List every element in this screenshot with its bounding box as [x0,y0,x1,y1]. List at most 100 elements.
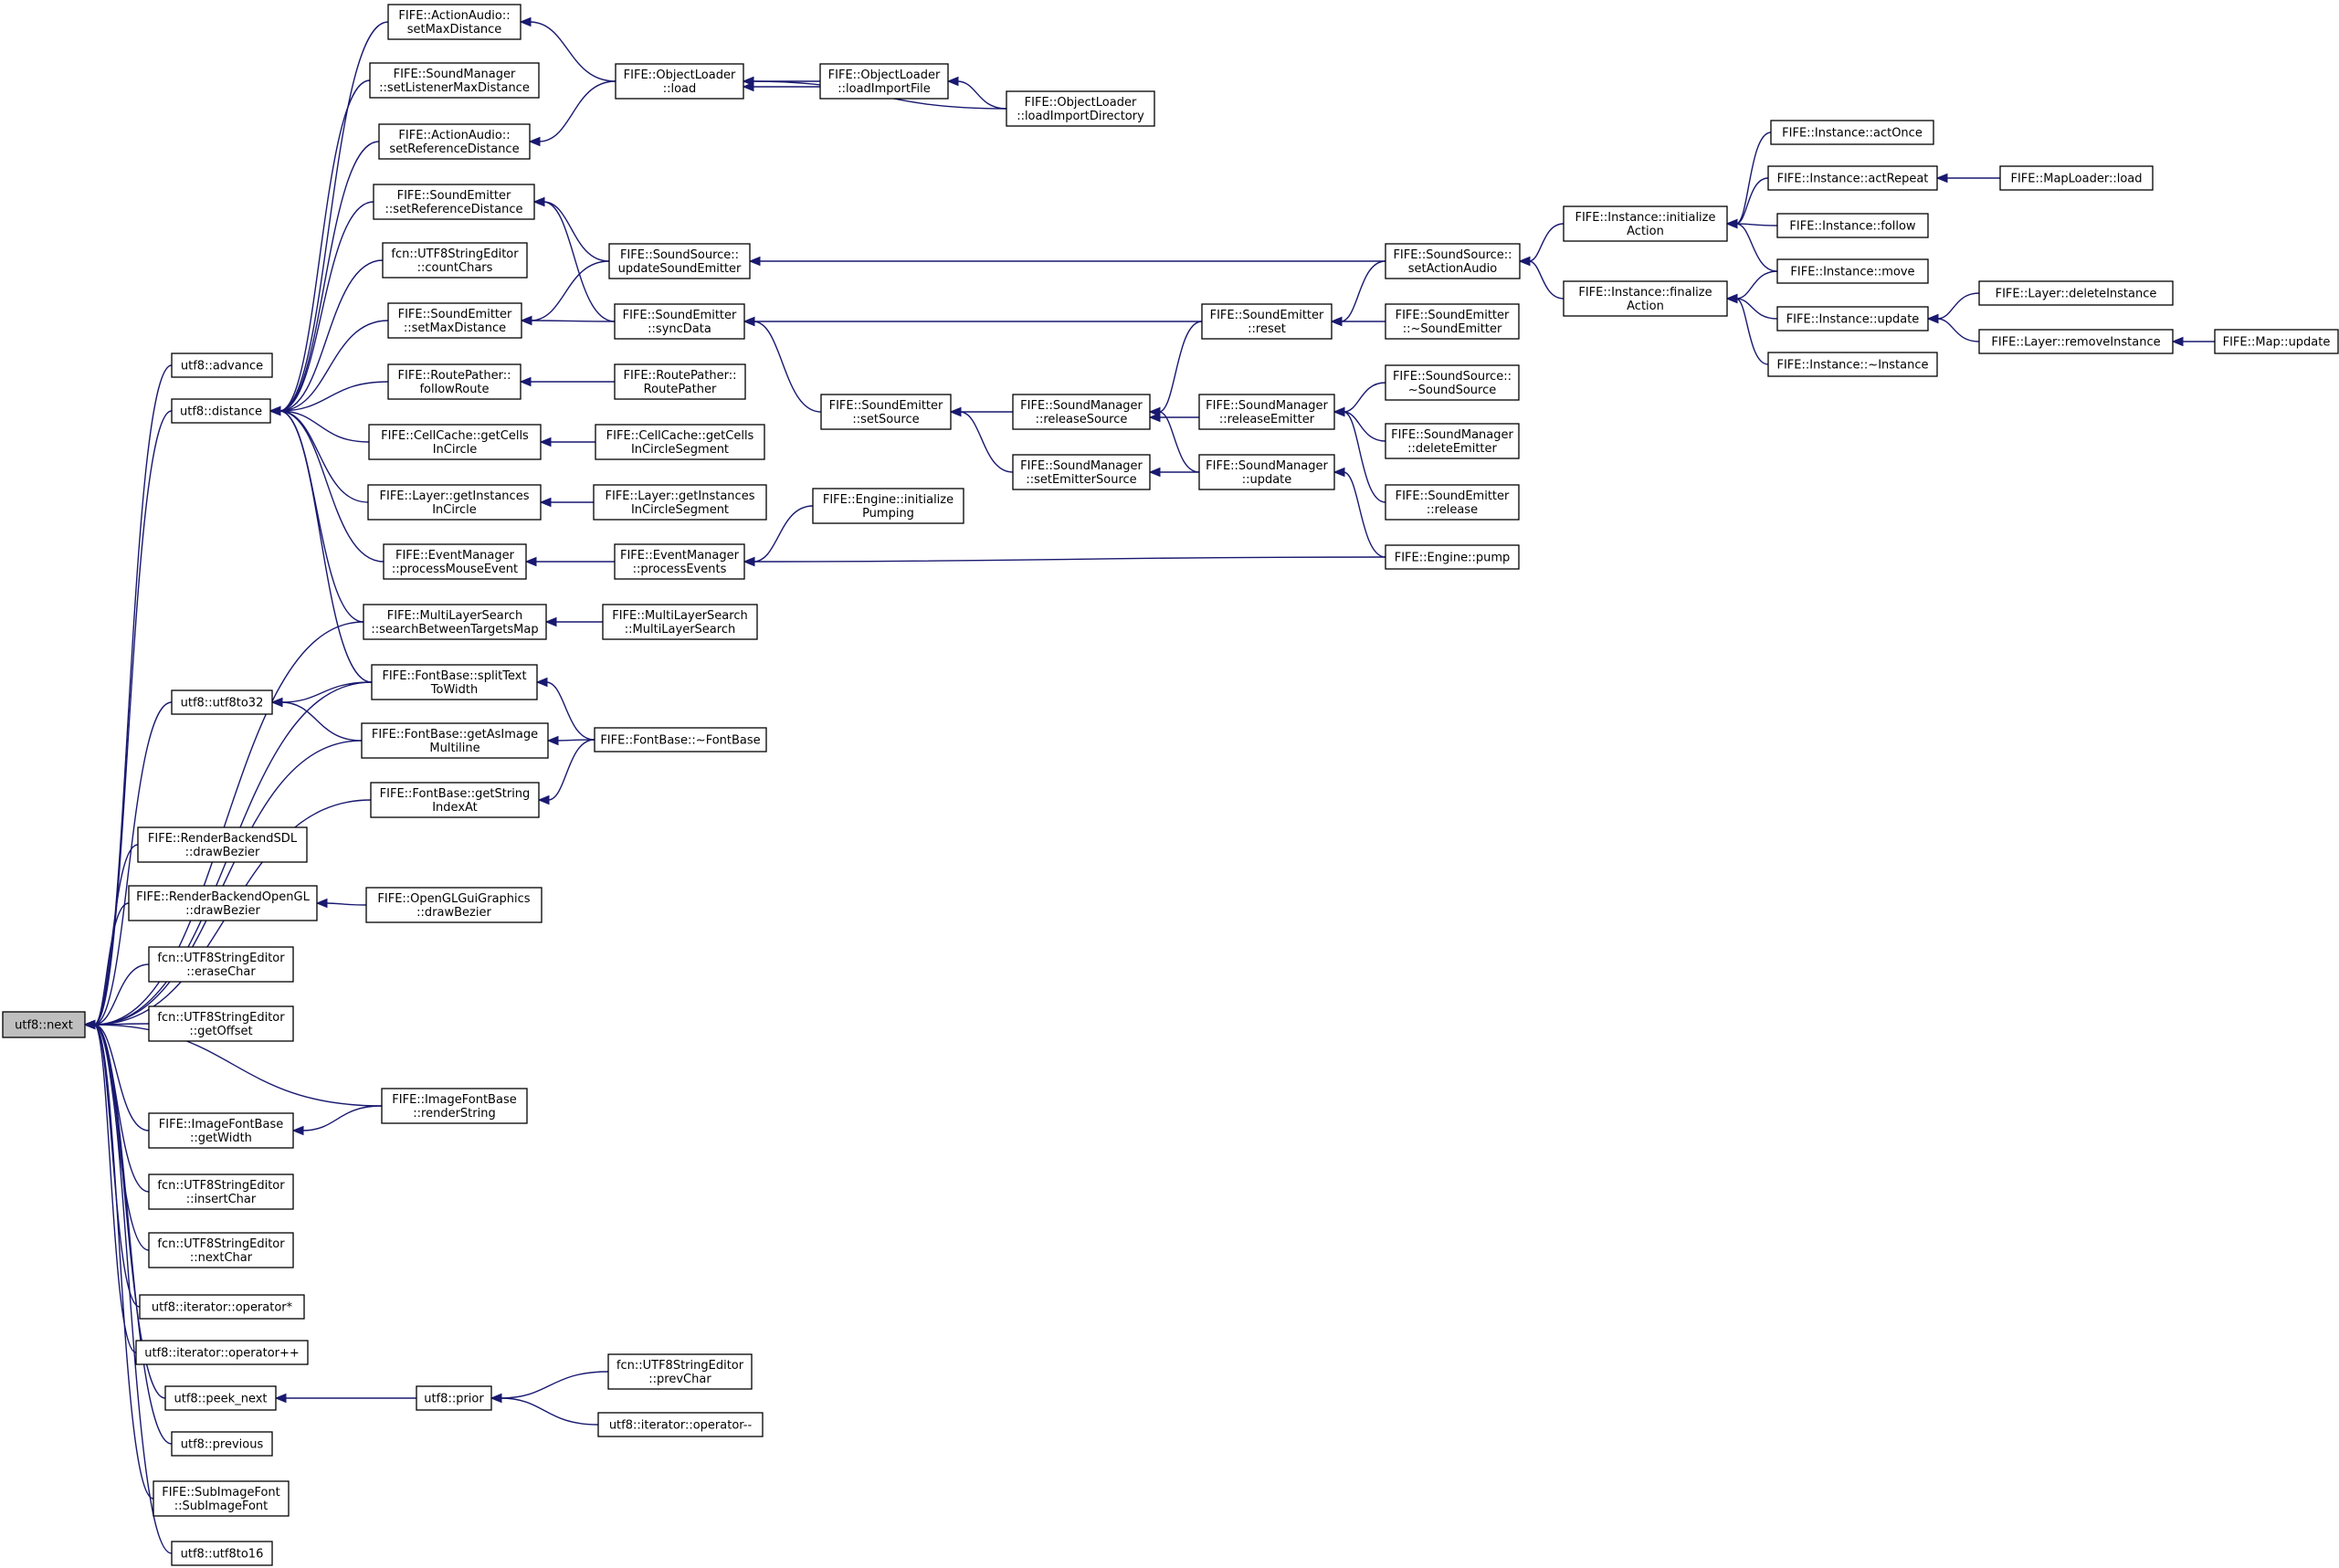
node-fife-instance-actonce[interactable]: FIFE::Instance::actOnce [1770,120,1934,145]
node-fife-instance-actrepeat[interactable]: FIFE::Instance::actRepeat [1767,165,1938,191]
node-fife-soundemitter-setmaxdistance[interactable]: FIFE::SoundEmitter::setMaxDistance [387,302,522,339]
node-utf8-previous[interactable]: utf8::previous [171,1431,273,1457]
node-utf8-iterator-operator[interactable]: utf8::iterator::operator-- [597,1412,764,1437]
node-fife-subimagefont-subimagefont[interactable]: FIFE::SubImageFont::SubImageFont [153,1480,290,1517]
node-utf8-iterator-operator[interactable]: utf8::iterator::operator++ [135,1340,309,1365]
node-fcn-utf8stringeditor-prevchar[interactable]: fcn::UTF8StringEditor::prevChar [607,1353,753,1390]
arrowhead [1333,406,1345,417]
node-label: utf8::iterator::operator-- [609,1419,753,1433]
node-label: Action [1627,225,1664,238]
node-fife-actionaudio-setmaxdistance[interactable]: FIFE::ActionAudio::setMaxDistance [387,4,522,40]
node-utf8-distance[interactable]: utf8::distance [171,398,271,424]
node-label: utf8::iterator::operator++ [144,1347,300,1361]
arrowhead [1333,467,1345,478]
node-fife-soundmanager-update[interactable]: FIFE::SoundManager::update [1198,454,1335,490]
node-utf8-prior[interactable]: utf8::prior [416,1385,492,1411]
node-label: fcn::UTF8StringEditor [616,1359,744,1373]
node-fife-renderbackendopengl-drawbezier[interactable]: FIFE::RenderBackendOpenGL::drawBezier [128,885,318,921]
node-label: InCircle [432,503,477,517]
node-fife-soundsource-setactionaudio[interactable]: FIFE::SoundSource::setActionAudio [1385,243,1521,279]
node-label: fcn::UTF8StringEditor [157,1011,285,1025]
node-fife-objectloader-loadimportdirectory[interactable]: FIFE::ObjectLoader::loadImportDirectory [1006,90,1155,127]
node-fife-soundemitter-reset[interactable]: FIFE::SoundEmitter::reset [1201,303,1333,340]
node-fife-instance-instance[interactable]: FIFE::Instance::~Instance [1767,352,1938,377]
edge-n44-n46 [490,1393,599,1426]
node-fife-openglguigraphics-drawbezier[interactable]: FIFE::OpenGLGuiGraphics::drawBezier [365,887,543,923]
arrowhead [490,1393,502,1404]
node-utf8-utf8to32[interactable]: utf8::utf8to32 [171,689,273,715]
node-label: FIFE::SoundEmitter [398,308,512,321]
node-utf8-next[interactable]: utf8::next [2,1011,86,1038]
node-fife-instance-update[interactable]: FIFE::Instance::update [1776,306,1929,331]
node-fife-multilayersearch-searchbetweentargetsmap[interactable]: FIFE::MultiLayerSearch::searchBetweenTar… [363,604,547,640]
node-fife-multilayersearch-multilayersearch[interactable]: FIFE::MultiLayerSearch::MultiLayerSearch [602,604,758,640]
node-fife-soundemitter-setsource[interactable]: FIFE::SoundEmitter::setSource [820,394,952,430]
node-fcn-utf8stringeditor-nextchar[interactable]: fcn::UTF8StringEditor::nextChar [148,1232,294,1268]
node-label: FIFE::SoundEmitter [1396,489,1510,503]
node-label: ::reset [1248,322,1286,336]
node-utf8-iterator-operator[interactable]: utf8::iterator::operator* [139,1294,305,1320]
arrowhead [274,1393,287,1404]
node-label: FIFE::Instance::finalize [1578,286,1712,300]
node-fcn-utf8stringeditor-countchars[interactable]: fcn::UTF8StringEditor::countChars [382,242,528,279]
node-fife-layer-removeinstance[interactable]: FIFE::Layer::removeInstance [1978,329,2174,354]
node-fife-imagefontbase-getwidth[interactable]: FIFE::ImageFontBase::getWidth [148,1112,294,1149]
node-fife-soundmanager-setlistenermaxdistance[interactable]: FIFE::SoundManager::setListenerMaxDistan… [369,62,540,99]
edge-n2-n6 [269,201,374,416]
node-fife-maploader-load[interactable]: FIFE::MapLoader::load [1999,165,2154,191]
node-fife-instance-follow[interactable]: FIFE::Instance::follow [1776,213,1929,238]
node-label: FIFE::Engine::pump [1395,552,1510,565]
node-fife-engine-pump[interactable]: FIFE::Engine::pump [1385,544,1520,570]
edge-n8-n34 [520,260,610,326]
node-label: FIFE::SoundManager [1020,399,1143,413]
edge-n2-n8 [269,320,389,416]
node-fife-soundemitter-setreferencedistance[interactable]: FIFE::SoundEmitter::setReferenceDistance [373,184,535,220]
node-fcn-utf8stringeditor-insertchar[interactable]: fcn::UTF8StringEditor::insertChar [148,1173,294,1210]
edge-n0-n29 [83,1019,154,1500]
node-fife-routepather-followroute[interactable]: FIFE::RoutePather::followRoute [387,363,522,400]
node-fife-routepather-routepather[interactable]: FIFE::RoutePather::RoutePather [614,363,746,400]
node-fcn-utf8stringeditor-erasechar[interactable]: fcn::UTF8StringEditor::eraseChar [148,946,294,983]
node-utf8-advance[interactable]: utf8::advance [171,353,273,378]
node-fife-soundsource-soundsource[interactable]: FIFE::SoundSource::~SoundSource [1385,364,1520,401]
node-fife-soundmanager-releasesource[interactable]: FIFE::SoundManager::releaseSource [1012,394,1151,430]
node-fife-soundemitter-release[interactable]: FIFE::SoundEmitter::release [1385,484,1520,521]
node-fife-objectloader-load[interactable]: FIFE::ObjectLoader::load [615,63,744,100]
node-fife-fontbase-fontbase[interactable]: FIFE::FontBase::~FontBase [594,727,767,752]
node-fife-soundemitter-soundemitter[interactable]: FIFE::SoundEmitter::~SoundEmitter [1385,303,1520,340]
node-fife-instance-move[interactable]: FIFE::Instance::move [1776,258,1929,284]
node-utf8-peek-next[interactable]: utf8::peek_next [164,1385,277,1411]
node-utf8-utf8to16[interactable]: utf8::utf8to16 [171,1541,273,1566]
node-fife-eventmanager-processevents[interactable]: FIFE::EventManager::processEvents [614,543,745,580]
edge-n49-n51 [1148,321,1203,417]
node-fife-eventmanager-processmouseevent[interactable]: FIFE::EventManager::processMouseEvent [383,543,527,580]
node-fife-soundemitter-syncdata[interactable]: FIFE::SoundEmitter::syncData [614,303,745,340]
edge-n19-n42 [315,898,367,909]
node-label: FIFE::FontBase::splitText [382,669,526,683]
node-fife-layer-deleteinstance[interactable]: FIFE::Layer::deleteInstance [1978,280,2174,306]
node-fife-imagefontbase-renderstring[interactable]: FIFE::ImageFontBase::renderString [381,1088,528,1124]
node-label: FIFE::Instance::~Instance [1776,359,1928,373]
node-fife-soundmanager-setemittersource[interactable]: FIFE::SoundManager::setEmitterSource [1012,454,1151,490]
node-label: FIFE::RoutePather:: [398,369,511,383]
node-fife-soundsource-updatesoundemitter[interactable]: FIFE::SoundSource::updateSoundEmitter [608,243,751,279]
node-fife-map-update[interactable]: FIFE::Map::update [2214,329,2339,354]
node-fife-actionaudio-setreferencedistance[interactable]: FIFE::ActionAudio::setReferenceDistance [378,123,531,160]
edge-n0-n1 [83,364,173,1030]
node-fcn-utf8stringeditor-getoffset[interactable]: fcn::UTF8StringEditor::getOffset [148,1005,294,1042]
node-fife-objectloader-loadimportfile[interactable]: FIFE::ObjectLoader::loadImportFile [819,63,949,100]
node-fife-renderbackendsdl-drawbezier[interactable]: FIFE::RenderBackendSDL::drawBezier [137,826,308,863]
node-fife-soundmanager-deleteemitter[interactable]: FIFE::SoundManager::deleteEmitter [1385,423,1520,459]
node-label: ::insertChar [186,1193,257,1206]
node-fife-soundmanager-releaseemitter[interactable]: FIFE::SoundManager::releaseEmitter [1198,394,1335,430]
